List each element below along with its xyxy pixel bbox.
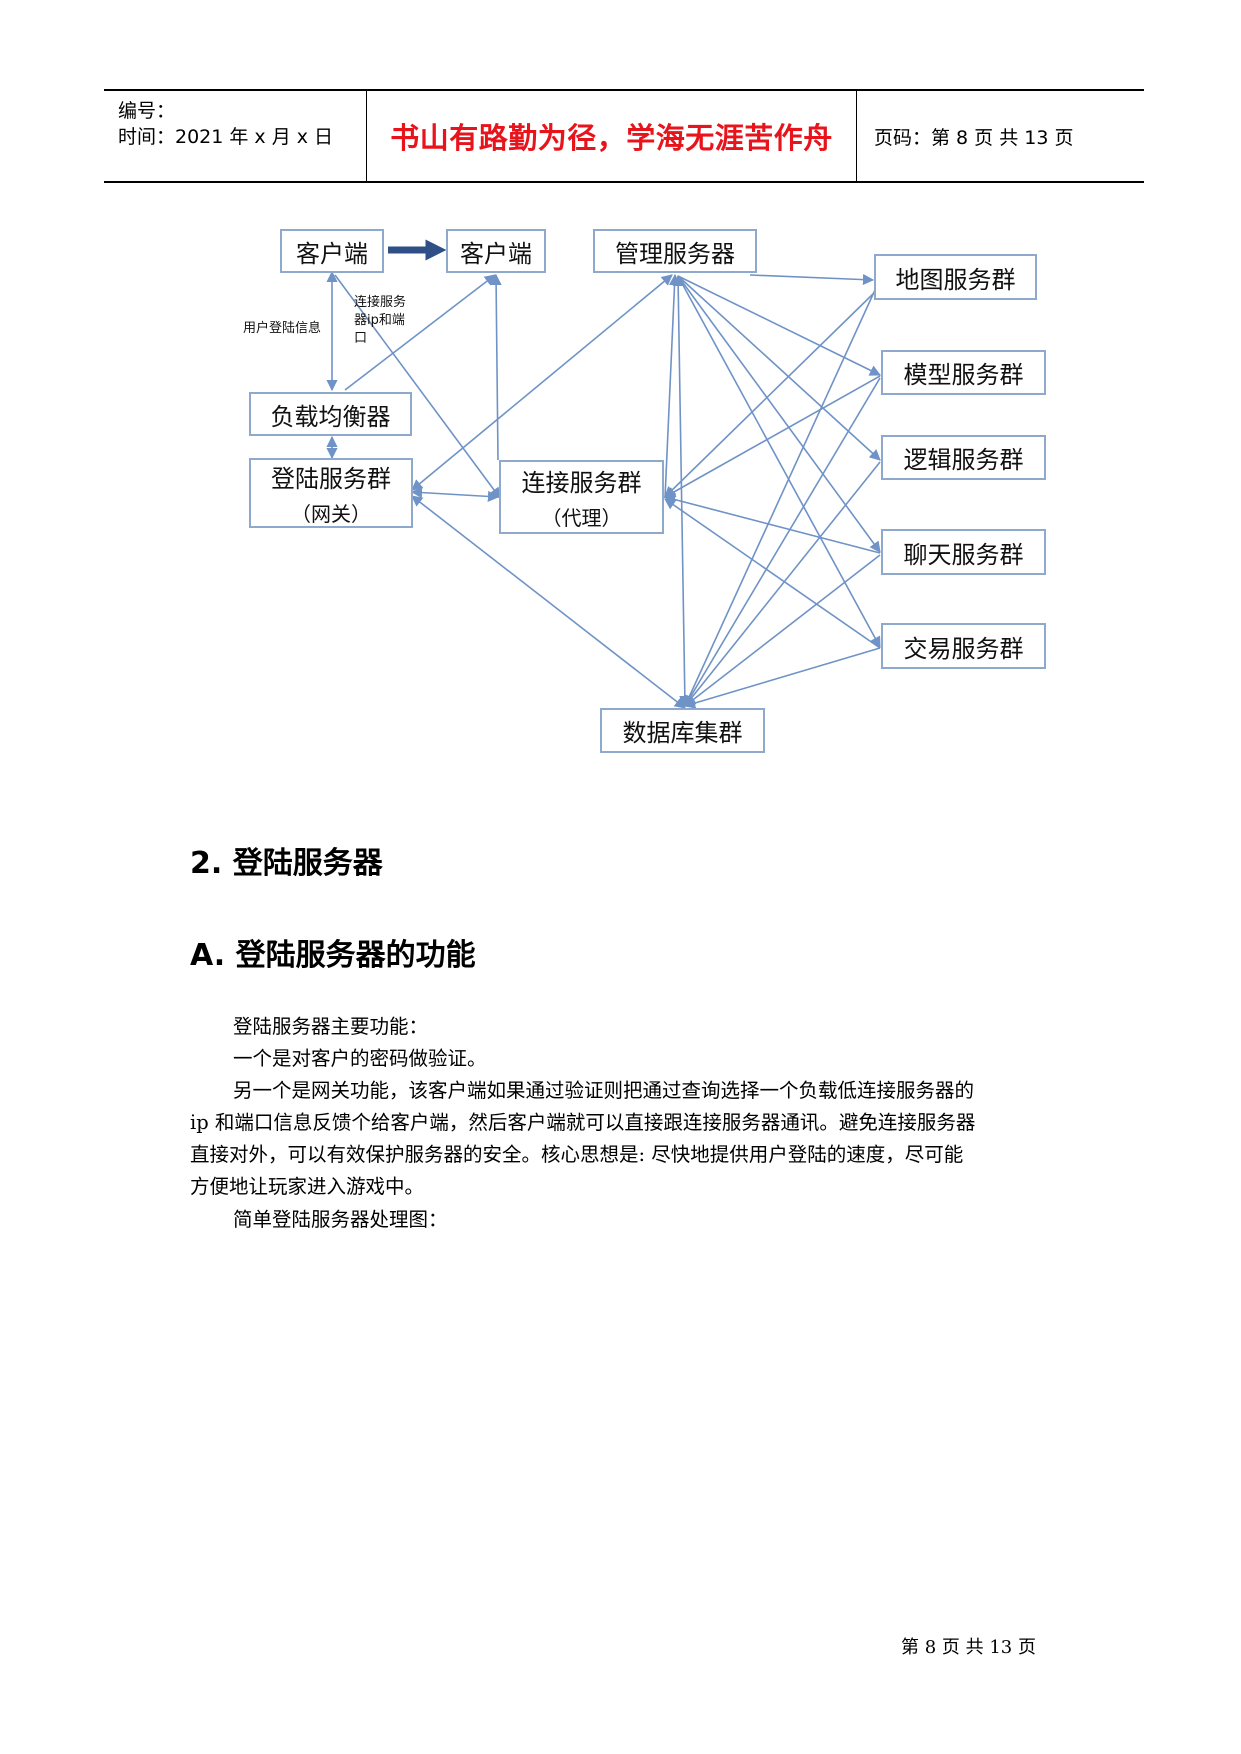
note-user-login-info: 用户登陆信息 [243,321,322,336]
node-client-1: 客户端 [280,229,384,273]
paragraph-line: 方便地让玩家进入游戏中。 [190,1175,425,1198]
node-load-balancer: 负载均衡器 [249,392,412,436]
edge-trade-db [683,647,881,709]
edge-conn-client2 [490,273,502,461]
node-connection-service-group: 连接服务群 （代理） [499,460,664,534]
paragraph-line: ip 和端口信息反馈个给客户端，然后客户端就可以直接跟连接服务器通讯。避免连接服… [190,1111,976,1134]
page-footer: 第 8 页 共 13 页 [901,1637,1036,1658]
edge-lb-client2 [344,274,496,391]
edge-mgmt-trade [677,275,881,648]
conn-node-title: 连接服务群 [521,469,642,497]
note-conn-info-line2: 器ip和端 [354,313,405,328]
document-number: 编号： [118,100,176,122]
paragraph-line: 直接对外，可以有效保护服务器的安全。核心思想是: 尽快地提供用户登陆的速度，尽可… [190,1143,964,1166]
edge-mgmt-chat [677,275,881,553]
motto-text: 书山有路勤为径，学海无涯苦作舟 [390,121,833,155]
subsection-heading: A. 登陆服务器的功能 [190,938,476,973]
note-conn-info-line3: 口 [354,331,368,346]
paragraph-line: 另一个是网关功能，该客户端如果通过验证则把通过查询选择一个负载低连接服务器的 [233,1079,975,1102]
header-page-cell: 页码：第 8 页 共 13 页 [857,91,1144,181]
login-node-subtitle: （网关） [291,502,371,526]
edge-login-db [411,495,686,709]
edge-mgmt-model [677,275,882,376]
node-logic-service-group: 逻辑服务群 [881,435,1046,480]
page-header: 编号： 时间：2021 年 x 月 x 日 书山有路勤为径，学海无涯苦作舟 页码… [104,89,1144,183]
edge-model-db [684,377,881,707]
section-heading: 2. 登陆服务器 [190,846,383,881]
header-meta-cell: 编号： 时间：2021 年 x 月 x 日 [104,91,367,181]
page-code: 页码：第 8 页 共 13 页 [874,126,1074,149]
edge-logic-db [684,461,881,707]
node-trade-service-group: 交易服务群 [881,623,1046,669]
edge-mgmt-map [749,273,875,286]
edge-model-conn [664,375,881,498]
node-chat-service-group: 聊天服务群 [881,529,1046,575]
login-node-title: 登陆服务群 [271,465,391,493]
paragraph-line: 一个是对客户的密码做验证。 [233,1047,487,1070]
node-model-service-group: 模型服务群 [881,350,1046,395]
edge-map-conn [664,291,876,498]
note-conn-info-line1: 连接服务 [354,295,407,310]
node-map-service-group: 地图服务群 [874,254,1037,300]
conn-node-subtitle: （代理） [541,506,622,530]
edge-chat-conn [663,494,881,554]
node-login-service-group: 登陆服务群 （网关） [249,458,413,528]
header-motto-cell: 书山有路勤为径，学海无涯苦作舟 [367,91,857,181]
edge-mgmt-logic [677,275,881,461]
paragraph-line: 简单登陆服务器处理图： [233,1208,448,1231]
edge-chat-db [684,554,881,707]
edge-mgmt-db [672,274,691,708]
edge-trade-conn [664,498,881,649]
node-management-server: 管理服务器 [593,229,757,273]
node-client-2: 客户端 [446,229,546,273]
node-database-cluster: 数据库集群 [600,708,765,753]
document-time: 时间：2021 年 x 月 x 日 [118,126,334,148]
edge-map-db [684,289,876,708]
edge-login-conn [410,486,500,503]
edge-login-mgmt [411,274,673,491]
edge-conn-mgmt [664,273,681,499]
paragraph-line: 登陆服务器主要功能： [233,1015,429,1038]
